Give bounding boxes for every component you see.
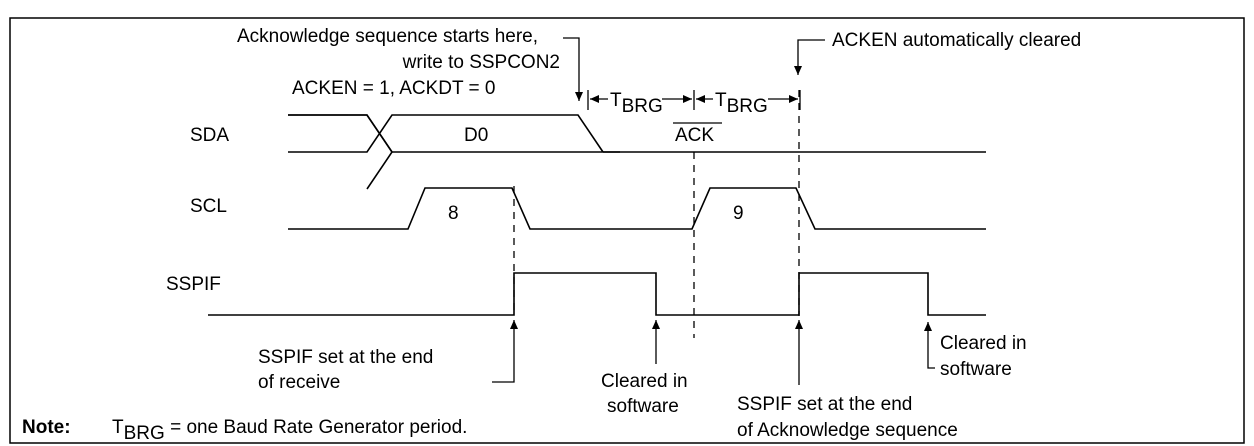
cleared-sw-2-line2: software <box>940 359 1012 380</box>
sda-upper-path <box>288 114 604 153</box>
sspif-set-ack-line1: SSPIF set at the end <box>737 394 912 415</box>
cleared-sw-2-pointer <box>924 322 935 369</box>
d0-label: D0 <box>464 125 488 146</box>
ack-start-label-line1: Acknowledge sequence starts here, <box>237 26 538 47</box>
sspif-set-receive-line2: of receive <box>258 372 340 393</box>
clock-8-label: 8 <box>448 203 459 224</box>
note-text: TBRG = one Baud Rate Generator period. <box>112 417 467 444</box>
ackdt-text: , ACKDT = <box>390 78 485 99</box>
ackdt-value: 0 <box>485 78 496 99</box>
scl-waveform <box>288 187 986 230</box>
acken-text: ACKEN = <box>292 78 379 99</box>
tbrg-label-2: TBRG <box>715 90 768 117</box>
note-label: Note: <box>22 417 71 438</box>
acken-cleared-pointer <box>794 39 825 75</box>
sspif-set-receive-line1: SSPIF set at the end <box>258 347 433 368</box>
sspif-waveform <box>208 272 986 316</box>
acken-ackdt-label: ACKEN = 1, ACKDT = 0 <box>292 78 496 99</box>
cleared-sw-1-line2: software <box>607 396 679 417</box>
ack-label: ACK <box>675 125 714 146</box>
sspif-set-receive-pointer <box>492 320 518 383</box>
scl-label: SCL <box>190 196 227 217</box>
cleared-sw-2-line1: Cleared in <box>940 333 1027 354</box>
sspif-set-ack-line2: of Acknowledge sequence <box>737 420 958 441</box>
ack-start-label-line2: write to SSPCON2 <box>402 52 560 73</box>
figure-frame <box>9 17 1245 444</box>
clock-9-label: 9 <box>733 203 744 224</box>
sda-lower-path <box>288 114 620 153</box>
tbrg-label-1: TBRG <box>610 90 663 117</box>
sspif-label: SSPIF <box>166 274 221 295</box>
cleared-sw-1-line1: Cleared in <box>601 371 688 392</box>
ack-start-pointer <box>563 37 583 101</box>
acken-value: 1 <box>379 78 390 99</box>
sda-label: SDA <box>190 125 229 146</box>
acken-cleared-label: ACKEN automatically cleared <box>832 30 1081 51</box>
